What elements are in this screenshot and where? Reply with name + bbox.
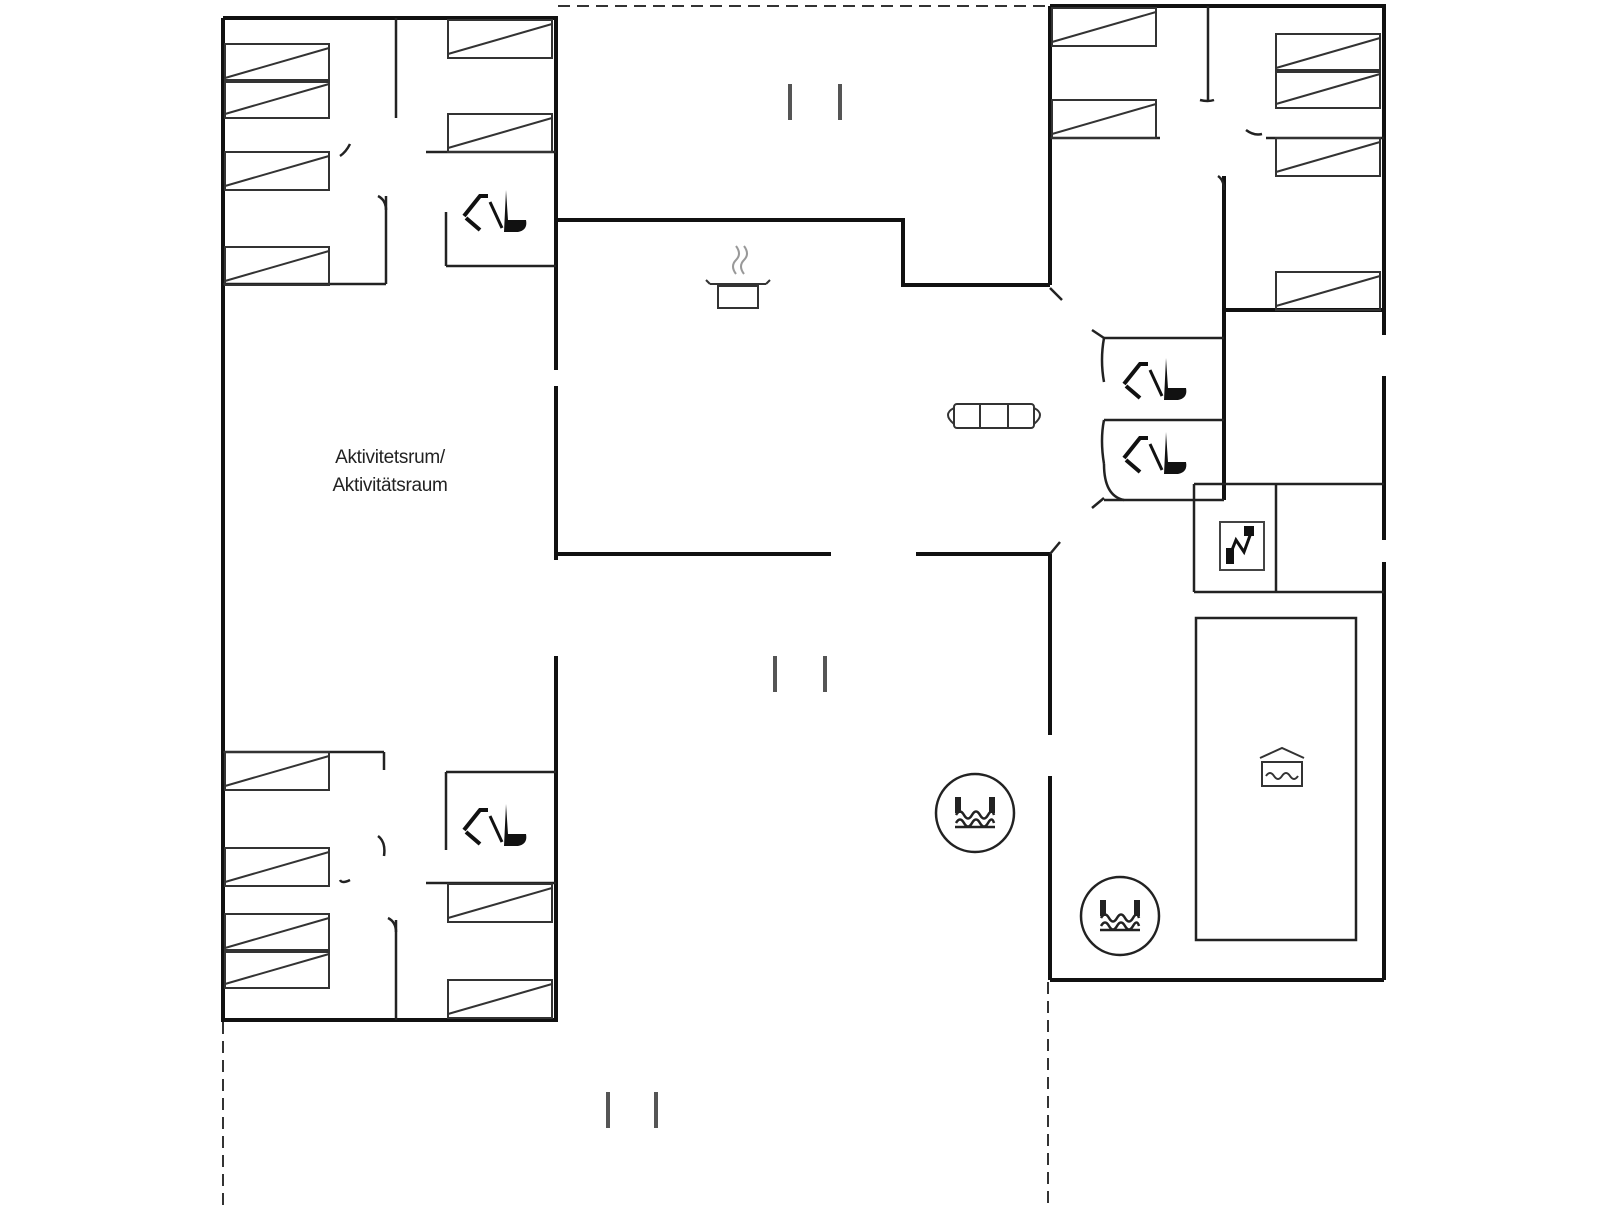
interior-walls	[223, 6, 1384, 1020]
toilet-icon	[1122, 356, 1189, 402]
double-bed-icon	[447, 19, 553, 153]
activity-room-label: Aktivitetsrum/ Aktivitätsraum	[300, 444, 480, 500]
walls	[221, 4, 1386, 1022]
sofa-icon	[947, 403, 1041, 429]
double-bed-icon	[224, 751, 330, 887]
sauna-icon	[1259, 746, 1305, 787]
double-bed-icon	[447, 883, 553, 1019]
cooking-pot-icon	[705, 245, 771, 309]
terrace-icon	[788, 84, 842, 120]
toilet-icon	[1122, 430, 1189, 476]
double-bed-icon	[224, 151, 330, 286]
double-bed-icon	[1051, 7, 1157, 139]
terrace-icon	[773, 656, 827, 692]
toilet-icon	[462, 188, 529, 234]
activity-room-label-line1: Aktivitetsrum/	[335, 447, 445, 468]
double-bed-icon	[1275, 33, 1381, 109]
toilet-icon	[462, 802, 529, 848]
washing-machine-icon	[1219, 521, 1265, 571]
double-bed-icon	[224, 43, 330, 119]
double-bed-icon	[224, 913, 330, 989]
whirlpool-icon	[1079, 875, 1161, 957]
activity-room-label-line2: Aktivitätsraum	[332, 475, 448, 496]
whirlpool-icon	[934, 772, 1016, 854]
terrace-outline	[222, 5, 1050, 1205]
terrace-icon	[606, 1092, 658, 1128]
double-bed-icon	[1275, 137, 1381, 311]
